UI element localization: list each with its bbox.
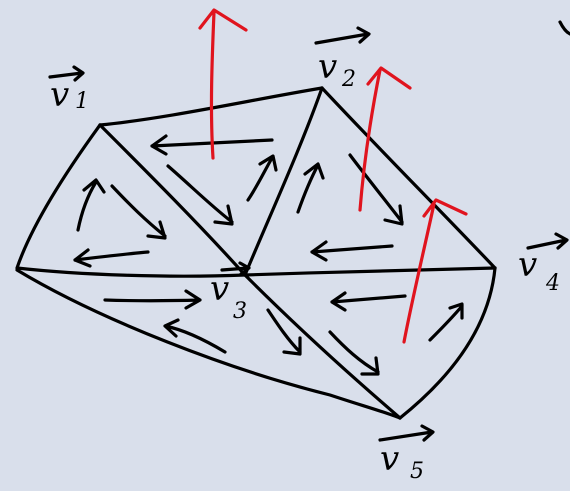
- normal-arrow-top-face: [198, 8, 248, 160]
- normal-arrow-rl-face: [402, 198, 468, 344]
- vertex-label-v3: v 3: [210, 261, 251, 324]
- svg-text:3: 3: [233, 299, 247, 324]
- arrow-mid-face-diag: [266, 308, 302, 356]
- normal-arrow-right-face: [358, 66, 412, 212]
- svg-text:v: v: [380, 439, 399, 479]
- arrow-top-face-left: [150, 134, 274, 156]
- arrow-right-face-diag: [348, 153, 404, 226]
- arrow-left-face-left: [73, 248, 150, 268]
- svg-text:v: v: [518, 245, 537, 285]
- svg-text:1: 1: [75, 89, 89, 114]
- vertex-labels: v 1 v 2 v 3 v 4 v 5: [48, 26, 569, 484]
- arrow-left-face-up: [76, 178, 106, 232]
- vertex-label-v5: v 5: [378, 424, 435, 484]
- svg-text:4: 4: [545, 271, 560, 296]
- svg-text:v: v: [210, 269, 229, 309]
- edge-v2-v4: [320, 86, 497, 270]
- vertex-label-v4: v 4: [518, 232, 569, 296]
- arrow-top-face-diag: [166, 164, 234, 226]
- edge-v1-left-bottom: [15, 123, 247, 278]
- edge-v2-v3: [243, 86, 324, 277]
- svg-text:v: v: [50, 75, 69, 115]
- edge-v3-v4: [243, 266, 497, 277]
- arrow-bottom-face-left: [163, 318, 227, 354]
- arrow-mid-face-diag2: [328, 330, 380, 376]
- arrow-right-face-left: [310, 240, 394, 262]
- arrow-top-face-up: [246, 154, 278, 202]
- arrow-rl-face-left: [330, 291, 407, 312]
- face-orientation-arrows: [73, 134, 464, 376]
- arrow-right-face-up: [296, 162, 325, 214]
- normal-vectors: [198, 8, 468, 344]
- vertex-label-v1: v 1: [48, 65, 89, 115]
- partial-stroke-top-right: [558, 20, 570, 36]
- edge-v4-v5: [398, 266, 497, 420]
- vertex-label-v2: v 2: [314, 26, 371, 92]
- arrow-rl-face-up: [428, 302, 464, 342]
- arrow-left-face-diag: [110, 184, 167, 240]
- svg-text:2: 2: [341, 67, 356, 92]
- mesh-edges: [15, 86, 497, 420]
- edge-v1-v3: [98, 123, 247, 277]
- edge-v3-v5: [243, 273, 402, 420]
- edge-left-v5: [15, 268, 402, 420]
- arrow-bottom-face-right: [103, 289, 202, 310]
- svg-text:v: v: [318, 47, 337, 87]
- svg-text:5: 5: [410, 459, 424, 484]
